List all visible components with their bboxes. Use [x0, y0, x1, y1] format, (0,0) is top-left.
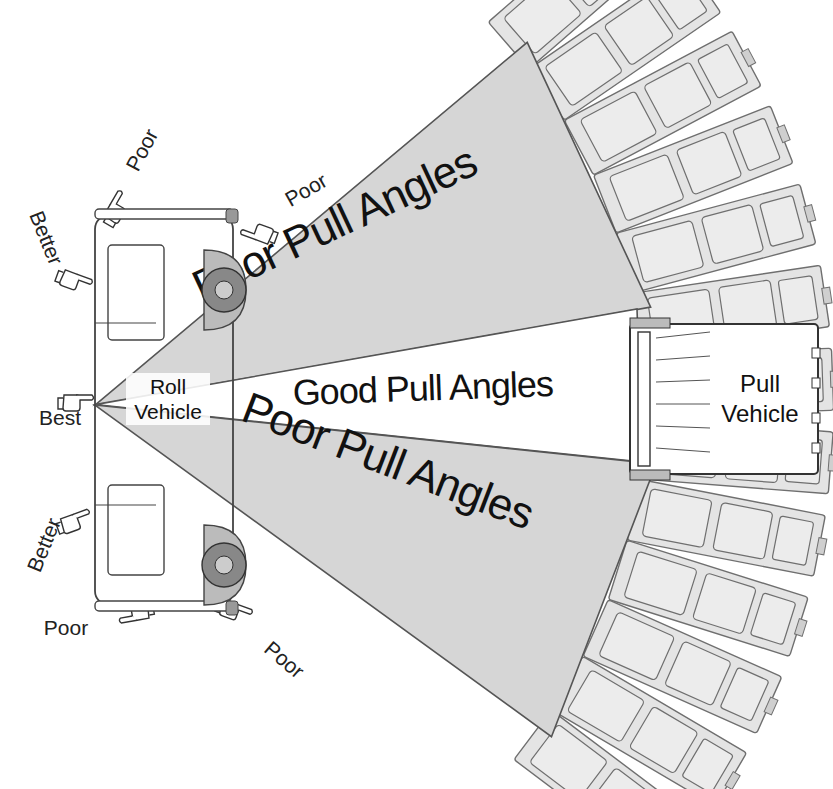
position-rating: Better	[24, 208, 67, 269]
band-label: Good Pull Angles	[292, 366, 553, 411]
position-rating: Poor	[121, 125, 163, 175]
pull-vehicle: Pull Vehicle	[630, 318, 824, 480]
position-rating: Better	[22, 515, 65, 576]
position-rating: Best	[39, 406, 81, 430]
position-rating: Poor	[259, 637, 308, 684]
roll-vehicle: Roll Vehicle	[86, 205, 251, 615]
vehicle-label: Pull Vehicle	[710, 367, 810, 431]
position-rating: Poor	[44, 616, 88, 640]
vehicle-label: Roll Vehicle	[126, 373, 210, 425]
